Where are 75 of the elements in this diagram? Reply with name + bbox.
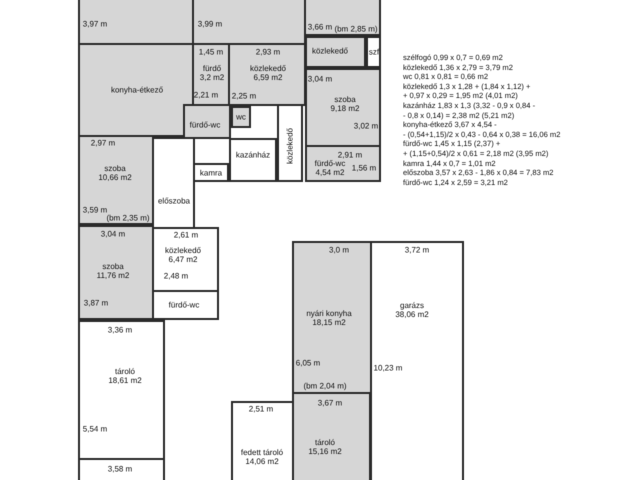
room-name: kazánház [236, 150, 270, 160]
dimension-text: 2,97 m [90, 138, 116, 148]
room-name: garázs 38,06 m2 [395, 301, 429, 319]
room-name: fürdő-wc [168, 300, 200, 310]
room-name: szf [368, 48, 380, 56]
room-name: konyha-étkező [110, 86, 164, 94]
dimension-text: 6,05 m [296, 358, 320, 368]
room-name: fürdő 3,2 m2 [200, 64, 224, 82]
room [152, 290, 219, 320]
room-name: szoba 11,76 m2 [96, 262, 130, 280]
room [78, 320, 165, 460]
dimension-text: 3,04 m [308, 74, 332, 84]
room [231, 106, 251, 128]
room-name: wc [236, 112, 246, 122]
room [228, 43, 306, 106]
dimension-text: (bm 2,35 m) [106, 214, 150, 222]
room [183, 104, 231, 139]
room [192, 43, 230, 106]
room [305, 36, 366, 68]
room-name: tároló 15,16 m2 [308, 438, 342, 456]
dimension-text: 5,54 m [82, 424, 108, 434]
room [305, 145, 381, 182]
room-name: fedett tároló 14,06 m2 [240, 448, 284, 466]
room-name: fürdő-wc [190, 120, 220, 130]
dimension-text: 2,51 m [248, 404, 274, 414]
room-name: közlekedő 6,59 m2 [250, 64, 286, 82]
room [292, 241, 372, 394]
room [305, 68, 381, 147]
dimension-text: 3,0 m [329, 246, 349, 254]
room [78, 0, 194, 45]
room [192, 0, 306, 45]
dimension-text: 2,25 m [232, 92, 256, 100]
dimension-text: 3,04 m [100, 230, 126, 238]
dimension-text: 2,91 m [338, 150, 362, 160]
dimension-text: (bm 2,85 m) [334, 24, 378, 34]
room [277, 104, 303, 182]
dimension-text: 3,97 m [82, 20, 108, 28]
dimension-text: 3,87 m [84, 298, 108, 308]
dimension-text: 3,72 m [404, 246, 430, 254]
room [193, 163, 229, 182]
dimension-text: 1,45 m [198, 48, 224, 56]
dimension-text: 2,93 m [256, 48, 280, 56]
room-name: közlekedő 6,47 m2 [164, 246, 202, 264]
dimension-text: 3,58 m [108, 464, 132, 474]
room-name: fürdő-wc 4,54 m2 [314, 159, 346, 177]
dimension-text: 10,23 m [374, 364, 402, 372]
room [292, 392, 371, 480]
room [152, 137, 195, 229]
dimension-text: 2,21 m [194, 90, 218, 100]
room [78, 135, 154, 225]
dimension-text: 1,56 m [352, 164, 376, 172]
room [229, 138, 277, 182]
dimension-text: (bm 2,04 m) [303, 382, 347, 390]
room [78, 225, 154, 320]
dimension-text: 3,02 m [354, 122, 378, 130]
room-name: nyári konyha 18,15 m2 [306, 309, 352, 327]
dimension-text: 3,67 m [318, 398, 342, 408]
room [231, 401, 294, 480]
room-name: tároló 18,61 m2 [108, 367, 142, 385]
room-name: kamra [200, 168, 222, 178]
room-name: szoba 10,66 m2 [98, 164, 132, 182]
dimension-text: 3,66 m [308, 22, 332, 32]
dimension-text: 3,59 m [82, 206, 108, 214]
dimension-text: 3,99 m [198, 20, 222, 28]
room [78, 458, 165, 480]
room-name: előszoba [158, 196, 190, 206]
room-name: közlekedő [286, 128, 294, 164]
dimension-text: 3,36 m [108, 326, 132, 334]
room [366, 36, 381, 68]
dimension-text: 2,61 m [174, 230, 198, 240]
dimension-text: 2,48 m [164, 272, 188, 280]
room [304, 0, 381, 36]
room-name: szoba 9,18 m2 [330, 95, 360, 113]
room-name: közlekedő [312, 46, 348, 56]
room [370, 241, 464, 480]
